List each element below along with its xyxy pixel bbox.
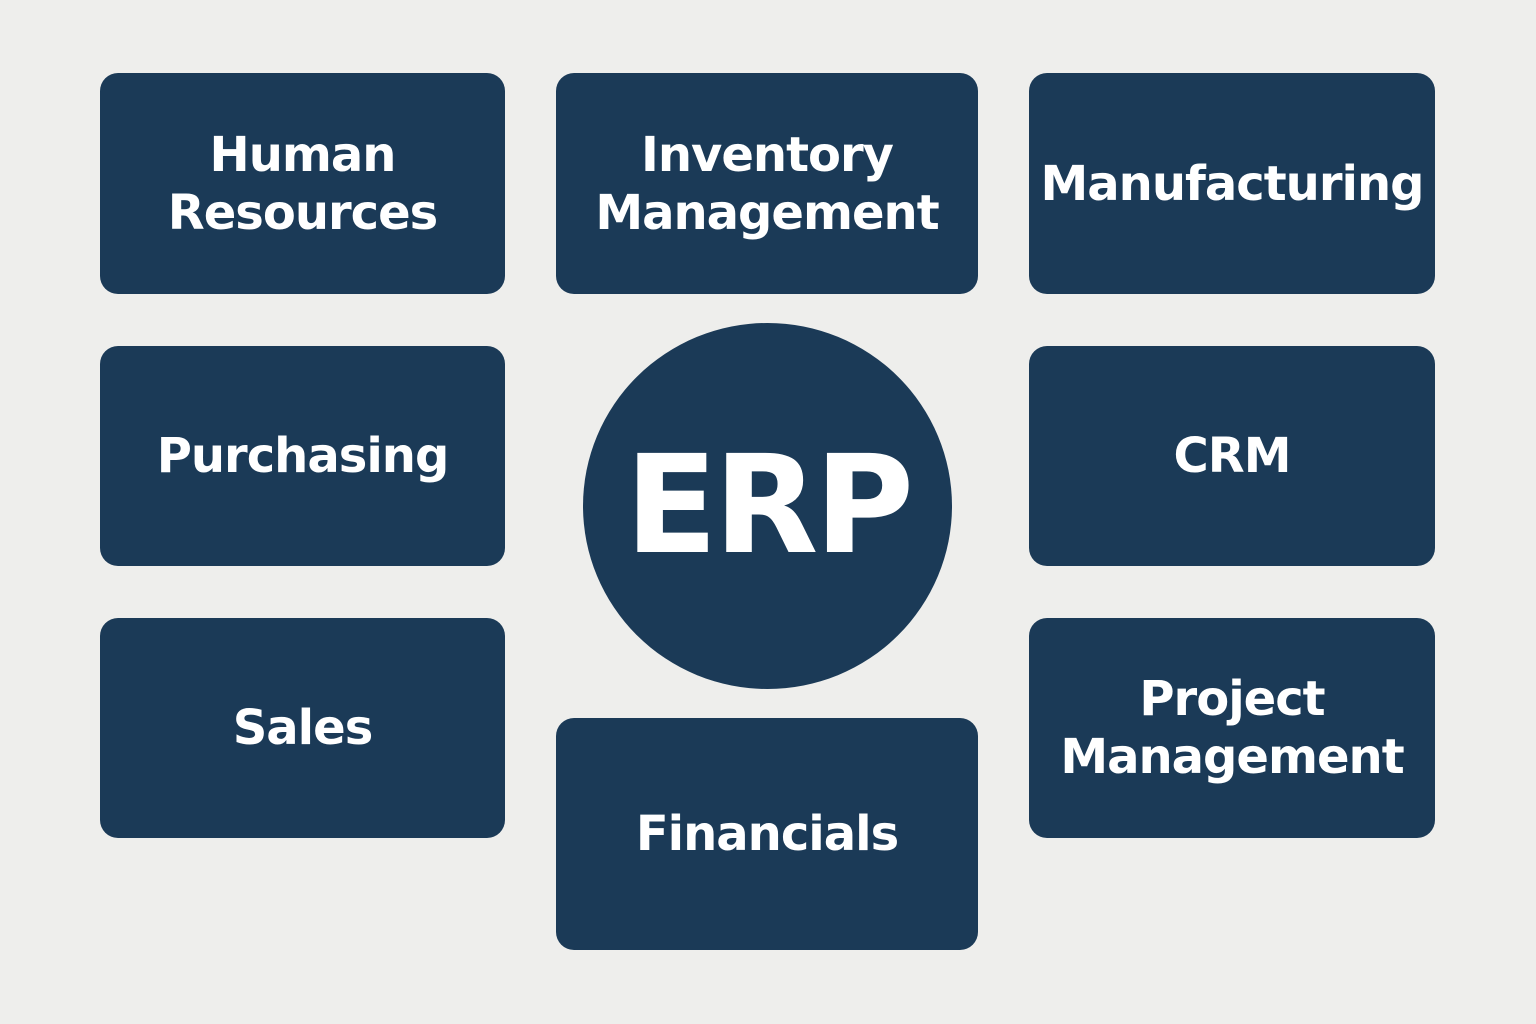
module-sales: Sales [100,618,505,838]
module-human-resources: Human Resources [100,73,505,294]
module-financials: Financials [556,718,978,950]
module-purchasing: Purchasing [100,346,505,566]
erp-center-circle: ERP [583,323,952,689]
module-crm: CRM [1029,346,1435,566]
module-project-management: Project Management [1029,618,1435,838]
module-inventory-management: Inventory Management [556,73,978,294]
erp-label: ERP [624,427,914,585]
module-manufacturing: Manufacturing [1029,73,1435,294]
